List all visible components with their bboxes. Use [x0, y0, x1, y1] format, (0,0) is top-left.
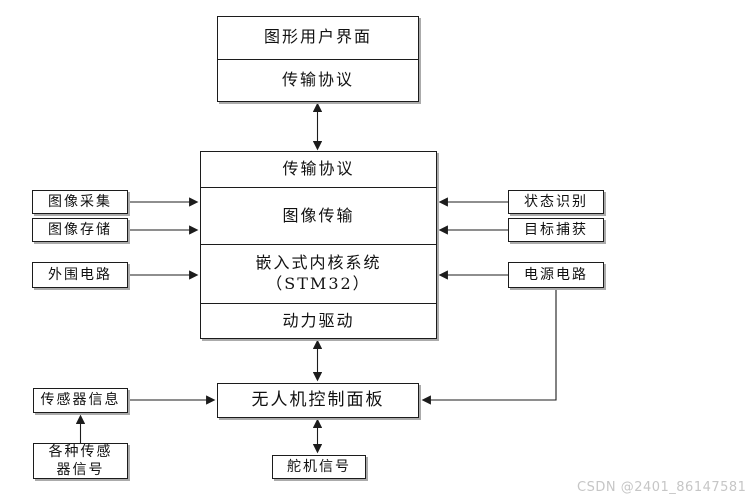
- power-drive-cell: 动力驱动: [282, 310, 355, 330]
- gui-cell: 图形用户界面: [218, 17, 418, 60]
- peripheral-circuit-box: 外围电路: [32, 262, 128, 288]
- embedded-system-box: 传输协议 图像传输 嵌入式内核系统 （STM32） 动力驱动: [200, 151, 437, 339]
- sensor-signals-line1: 各种传感: [48, 443, 113, 460]
- target-capture-box: 目标捕获: [508, 218, 604, 242]
- power-circuit-box: 电源电路: [508, 262, 604, 288]
- status-recognition-box: 状态识别: [508, 190, 604, 214]
- kernel-line1: 嵌入式内核系统: [255, 253, 382, 273]
- protocol-cell-top: 传输协议: [281, 69, 354, 89]
- image-storage-box: 图像存储: [32, 218, 128, 242]
- kernel-line2: （STM32）: [266, 274, 371, 293]
- uav-control-panel-box: 无人机控制面板: [217, 383, 419, 418]
- sensor-info-box: 传感器信息: [33, 388, 128, 413]
- sensor-signals-line2: 器信号: [56, 462, 105, 478]
- kernel-cell: 嵌入式内核系统 （STM32）: [201, 245, 436, 304]
- image-transfer-cell: 图像传输: [201, 188, 436, 245]
- gui-protocol-box: 图形用户界面 传输协议: [217, 16, 419, 102]
- csdn-watermark: CSDN @2401_86147581: [577, 480, 747, 495]
- arrow-power-to-panel: [421, 289, 557, 405]
- protocol-cell-main: 传输协议: [201, 152, 436, 188]
- sensor-signals-box: 各种传感 器信号: [33, 443, 128, 479]
- servo-signal-box: 舵机信号: [272, 455, 366, 479]
- image-capture-box: 图像采集: [32, 190, 128, 214]
